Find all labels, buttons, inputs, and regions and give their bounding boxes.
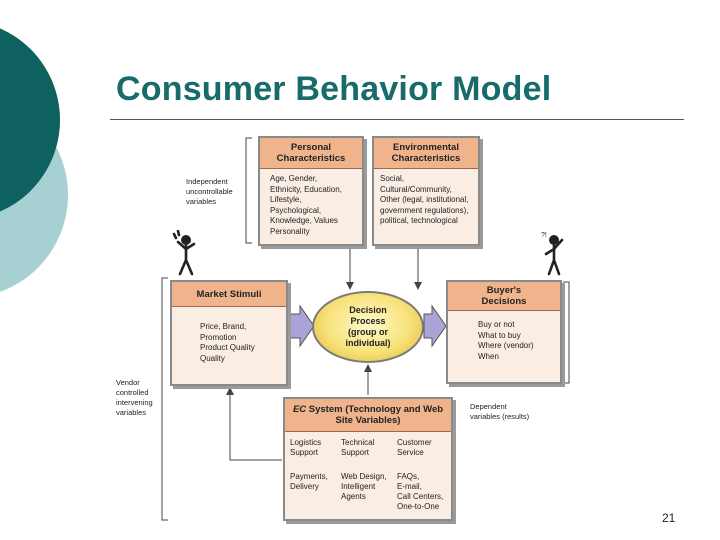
ec-system-box: EC System (Technology and Web Site Varia… [283, 397, 453, 521]
label-vendor-variables: Vendor controlled intervening variables [116, 378, 153, 417]
decorative-circles [0, 28, 68, 292]
market-stimuli-box: Market Stimuli Price, Brand, Promotion P… [170, 280, 288, 386]
ec-cell-customer: Customer Service [397, 438, 432, 457]
svg-text:?!: ?! [541, 232, 547, 239]
ec-cell-technical: Technical Support [341, 438, 375, 457]
environmental-characteristics-body: Social, Cultural/Community, Other (legal… [380, 174, 469, 225]
ec-cell-faqs: FAQs, E-mail, Call Centers, One-to-One [397, 472, 444, 511]
confused-person-icon [172, 230, 196, 276]
ec-system-header-em: EC [292, 404, 307, 415]
slide-title: Consumer Behavior Model [116, 70, 552, 108]
ec-cell-payments: Payments, Delivery [290, 472, 328, 491]
decision-process-ellipse: Decision Process (group or individual) [312, 291, 424, 363]
buyers-decisions-body: Buy or not What to buy Where (vendor) Wh… [478, 320, 534, 361]
ec-system-header-rest: System (Technology and Web Site Variable… [308, 404, 444, 426]
personal-characteristics-box: Personal Characteristics Age, Gender, Et… [258, 136, 364, 246]
buyers-decisions-header: Buyer's Decisions [448, 282, 560, 311]
market-stimuli-header: Market Stimuli [172, 282, 286, 307]
environmental-characteristics-box: Environmental Characteristics Social, Cu… [372, 136, 480, 246]
title-divider [110, 119, 684, 120]
arrow-market-to-decision [287, 304, 315, 348]
personal-characteristics-body: Age, Gender, Ethnicity, Education, Lifes… [270, 174, 342, 236]
ec-system-header: EC System (Technology and Web Site Varia… [285, 399, 451, 432]
market-stimuli-body: Price, Brand, Promotion Product Quality … [200, 322, 255, 363]
environmental-characteristics-header: Environmental Characteristics [374, 138, 478, 169]
thinking-person-icon: ?! [541, 232, 564, 276]
ec-cell-web-design: Web Design, Intelligent Agents [341, 472, 387, 501]
ec-cell-logistics: Logistics Support [290, 438, 322, 457]
buyers-decisions-box: Buyer's Decisions Buy or not What to buy… [446, 280, 562, 384]
label-dependent-variables: Dependent variables (results) [470, 402, 530, 421]
arrow-decision-to-buyer [423, 304, 447, 348]
page-number: 21 [662, 511, 676, 525]
personal-characteristics-header: Personal Characteristics [260, 138, 362, 169]
label-independent-variables: Independent uncontrollable variables [186, 177, 233, 206]
